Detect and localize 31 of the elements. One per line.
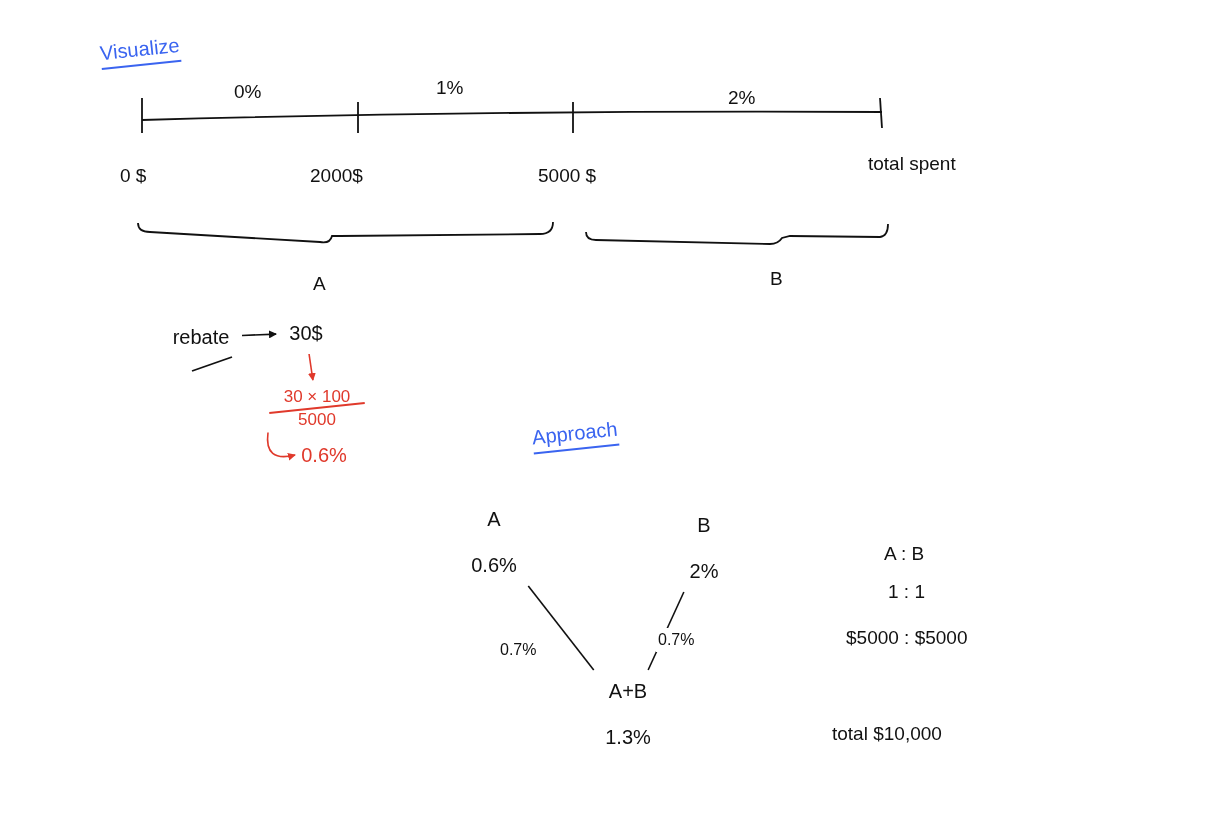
arrow (266, 431, 296, 461)
note-label: 2% (728, 86, 756, 110)
note-label: 1% (436, 76, 464, 100)
note-label: 0 $ (120, 164, 147, 188)
arrow (307, 353, 316, 381)
note-label: 5000 $ (538, 164, 597, 188)
arrow (241, 330, 277, 339)
edge-label: 0.7% (656, 628, 697, 652)
note-label: 1 : 1 (888, 580, 925, 604)
fraction-denominator: 5000 (298, 409, 336, 431)
note-label: 0% (234, 80, 262, 104)
note-label: B (770, 267, 783, 291)
percentage-value: 0.6% (471, 553, 517, 578)
note-label: total spent (868, 152, 956, 176)
fraction-numerator: 30 × 100 (283, 386, 351, 408)
note-label: total $10,000 (832, 722, 942, 746)
group-name: B (697, 513, 711, 538)
section-heading: Visualize (98, 29, 182, 71)
note-label: $5000 : $5000 (846, 626, 968, 650)
note-label: 2000$ (310, 164, 363, 188)
result-value: 0.6% (301, 443, 347, 468)
note-label: A : B (884, 542, 925, 566)
note-text: rebate (172, 325, 230, 350)
group-name: A (487, 507, 501, 532)
percentage-value: 1.3% (605, 725, 651, 750)
percentage-value: 2% (689, 559, 719, 584)
connector-line (527, 585, 595, 671)
section-heading: Approach (530, 413, 620, 455)
note-text: 30$ (289, 321, 323, 346)
note-label: A (313, 272, 326, 296)
group-name: A+B (608, 679, 648, 704)
